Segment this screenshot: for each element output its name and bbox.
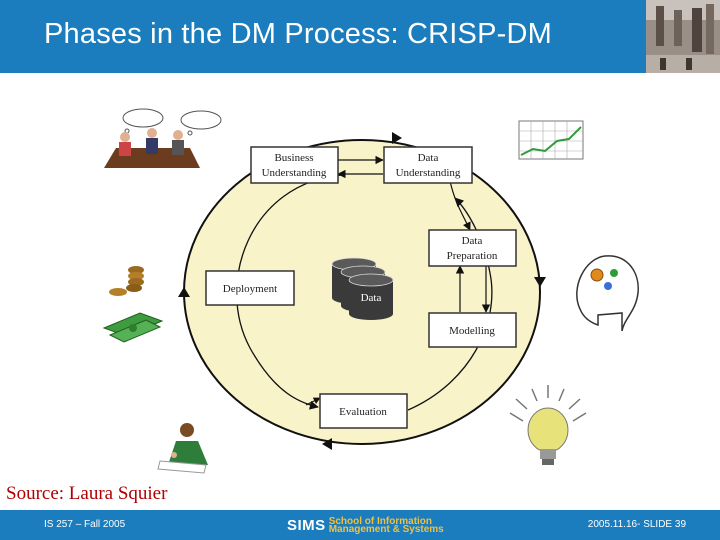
svg-text:Data: Data — [418, 152, 439, 164]
phase-evaluation: Evaluation — [319, 393, 408, 429]
outer-arrow-left — [178, 287, 190, 297]
svg-text:Data: Data — [462, 235, 483, 247]
arrow-understanding-to-preparation — [449, 180, 471, 231]
phase-business-understanding: Business Understanding — [250, 146, 339, 184]
phase-data-understanding: Data Understanding — [383, 146, 473, 184]
phase-deployment: Deployment — [205, 270, 295, 306]
person-writing-clipart — [157, 423, 208, 474]
outer-arrow-bottom — [322, 438, 332, 450]
outer-arrow-top — [392, 132, 402, 144]
data-label: Data — [361, 292, 382, 304]
arrow-evaluation-to-business — [305, 397, 321, 406]
money-clipart — [102, 312, 164, 343]
crisp-dm-diagram: Business Understanding Data Understandin… — [102, 108, 639, 474]
slide-footer: IS 257 – Fall 2005 SIMS School of Inform… — [0, 510, 720, 540]
data-cylinders: Data — [331, 257, 394, 320]
svg-text:Evaluation: Evaluation — [339, 406, 387, 418]
coins-clipart — [109, 266, 144, 296]
building-photo — [646, 0, 720, 73]
sims-logo-line1: School of Information — [328, 515, 433, 527]
svg-text:Business: Business — [274, 152, 313, 164]
svg-text:Modelling: Modelling — [449, 325, 495, 337]
sims-logo: SIMS School of Information Management & … — [287, 516, 444, 535]
inner-arc-right — [407, 197, 493, 411]
business-meeting-clipart — [104, 108, 222, 168]
course-label: IS 257 – Fall 2005 — [44, 519, 126, 530]
slide-number: 2005.11.16- SLIDE 39 — [587, 519, 686, 530]
sims-logo-text: SIMS — [287, 517, 326, 534]
slide-header: Phases in the DM Process: CRISP-DM — [0, 0, 720, 73]
head-gears-clipart — [576, 255, 639, 332]
phase-data-preparation: Data Preparation — [428, 229, 517, 267]
source-credit: Source: Laura Squier — [6, 483, 168, 504]
svg-text:Understanding: Understanding — [262, 167, 327, 179]
sims-logo-line2: Management & Systems — [328, 523, 444, 535]
light-bulb-clipart — [509, 385, 587, 465]
svg-text:Deployment: Deployment — [223, 283, 277, 295]
svg-text:Preparation: Preparation — [447, 250, 498, 262]
inner-arc-left — [236, 174, 343, 410]
svg-text:Understanding: Understanding — [396, 167, 461, 179]
outer-arrow-right — [534, 277, 546, 287]
slide-title: Phases in the DM Process: CRISP-DM — [44, 18, 552, 50]
chart-clipart — [518, 120, 584, 160]
phase-modelling: Modelling — [428, 312, 517, 348]
